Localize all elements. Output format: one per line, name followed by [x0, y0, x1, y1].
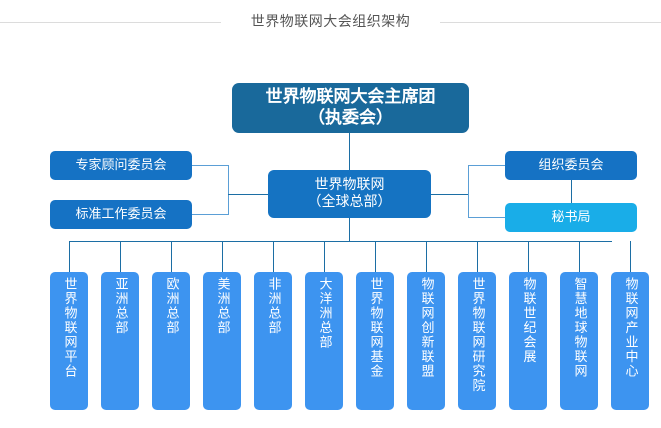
node-organizing-committee-label: 组织委员会 — [538, 157, 604, 173]
connector-branch-drop — [579, 241, 580, 272]
node-secretariat-label: 秘书局 — [551, 209, 591, 225]
connector-branch-drop — [273, 241, 274, 272]
node-branch-label: 世界物联网研究院 — [469, 277, 485, 393]
connector-left-committee-1 — [192, 165, 229, 166]
node-branch-label: 智慧地球物联网 — [571, 277, 587, 379]
node-standards-working-committee[interactable]: 标准工作委员会 — [50, 200, 192, 229]
connector-left-vertical-bus — [228, 165, 229, 215]
connector-branch-bus — [69, 241, 612, 242]
title-rule-left — [0, 21, 221, 23]
node-branch-12[interactable]: 物联网产业中心 — [611, 272, 649, 410]
node-branch-label: 美洲总部 — [214, 277, 230, 335]
node-branch-8[interactable]: 物联网创新联盟 — [407, 272, 445, 410]
node-branch-label: 欧洲总部 — [163, 277, 179, 335]
connector-right-committee-1 — [468, 165, 505, 166]
node-branch-10[interactable]: 物联世纪会展 — [509, 272, 547, 410]
connector-branch-drop — [528, 241, 529, 272]
connector-branch-drop — [630, 241, 631, 272]
node-branch-1[interactable]: 世界物联网平台 — [50, 272, 88, 410]
node-branch-2[interactable]: 亚洲总部 — [101, 272, 139, 410]
node-organizing-committee[interactable]: 组织委员会 — [505, 151, 637, 180]
node-branch-9[interactable]: 世界物联网研究院 — [458, 272, 496, 410]
node-branch-3[interactable]: 欧洲总部 — [152, 272, 190, 410]
connector-left-bus-to-hq — [228, 194, 268, 195]
connector-right-bus-to-hq — [431, 194, 468, 195]
node-expert-advisory-committee[interactable]: 专家顾问委员会 — [50, 151, 192, 180]
node-presidium[interactable]: 世界物联网大会主席团 （执委会） — [232, 83, 469, 133]
node-secretariat[interactable]: 秘书局 — [505, 203, 637, 232]
node-branch-label: 世界物联网平台 — [61, 277, 77, 379]
connector-branch-drop — [477, 241, 478, 272]
node-expert-advisory-committee-label: 专家顾问委员会 — [75, 157, 167, 173]
title-rule-right — [440, 21, 661, 23]
connector-orgcommittee-to-secretariat — [571, 180, 572, 203]
node-standards-working-committee-label: 标准工作委员会 — [75, 206, 167, 222]
node-branch-label: 世界物联网基金 — [367, 277, 383, 379]
connector-branch-drop — [426, 241, 427, 272]
connector-hq-to-branch-bus — [349, 218, 350, 242]
page-header: 世界物联网大会组织架构 — [0, 8, 661, 36]
node-branch-label: 大洋洲总部 — [316, 277, 332, 350]
connector-president-to-hq — [349, 133, 350, 170]
node-branch-label: 亚洲总部 — [112, 277, 128, 335]
node-branch-11[interactable]: 智慧地球物联网 — [560, 272, 598, 410]
node-branch-label: 物联网创新联盟 — [418, 277, 434, 379]
node-global-hq-label: 世界物联网 （全球总部） — [307, 176, 392, 210]
node-branch-7[interactable]: 世界物联网基金 — [356, 272, 394, 410]
connector-right-vertical-bus — [468, 165, 469, 217]
connector-branch-drop — [120, 241, 121, 272]
node-presidium-label: 世界物联网大会主席团 （执委会） — [265, 87, 436, 128]
node-branch-4[interactable]: 美洲总部 — [203, 272, 241, 410]
connector-left-committee-2 — [192, 214, 229, 215]
connector-branch-drop — [324, 241, 325, 272]
node-branch-label: 物联世纪会展 — [520, 277, 536, 364]
node-branch-label: 物联网产业中心 — [622, 277, 638, 379]
connector-branch-drop — [375, 241, 376, 272]
node-global-hq[interactable]: 世界物联网 （全球总部） — [268, 170, 431, 218]
node-branch-label: 非洲总部 — [265, 277, 281, 335]
node-branch-6[interactable]: 大洋洲总部 — [305, 272, 343, 410]
connector-right-committee-2 — [468, 217, 505, 218]
page-title: 世界物联网大会组织架构 — [250, 14, 411, 30]
connector-branch-drop — [222, 241, 223, 272]
node-branch-5[interactable]: 非洲总部 — [254, 272, 292, 410]
connector-branch-drop — [69, 241, 70, 272]
connector-branch-drop — [171, 241, 172, 272]
